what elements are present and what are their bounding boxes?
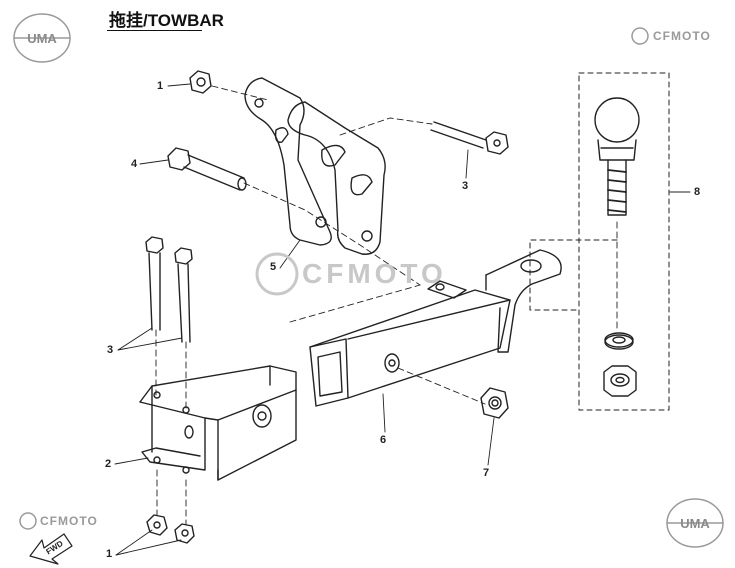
bolts-3-vertical [145, 236, 193, 343]
callout-1-lower: 1 [106, 548, 113, 560]
fwd-arrow-icon [29, 533, 73, 565]
page-title: 拖挂/TOWBAR [109, 11, 224, 30]
callout-6: 6 [380, 434, 387, 446]
callout-4: 4 [131, 158, 138, 170]
callout-1: 1 [157, 80, 164, 92]
hitch-ball [594, 97, 640, 216]
flange-nuts-bottom [146, 514, 195, 544]
uma-logo-bottom-text: UMA [680, 516, 710, 531]
callout-3: 3 [462, 180, 469, 192]
callout-3-lower: 3 [107, 344, 114, 356]
tow-bar [309, 249, 562, 407]
uma-logo-top [13, 13, 71, 63]
title-underline [107, 30, 202, 31]
cfmoto-watermark: CFMOTO [302, 258, 447, 289]
hitch-ball-kit-frame [578, 72, 670, 411]
uma-logo-top-text: UMA [27, 31, 57, 46]
flange-nut-top [189, 70, 212, 94]
assembly-guides [155, 85, 618, 526]
bolt-3-upper [430, 121, 509, 155]
callout-2: 2 [105, 458, 112, 470]
bolt-long-4 [167, 147, 247, 191]
uma-logo-bottom [666, 498, 724, 548]
fwd-label: FWD [44, 539, 64, 557]
flange-nut-7 [480, 387, 509, 419]
leader-lines [114, 83, 691, 556]
kit-washer [604, 332, 634, 350]
callout-8: 8 [694, 186, 701, 198]
cfmoto-logo-top: CFMOTO [653, 29, 711, 43]
mounting-bracket-plates [244, 77, 386, 255]
kit-lock-nut [603, 365, 637, 397]
callout-5: 5 [270, 261, 277, 273]
receiver-mount-bracket [139, 365, 297, 481]
cfmoto-emblem-icon [19, 27, 649, 530]
cfmoto-logo-bottom: CFMOTO [40, 514, 98, 528]
callout-7: 7 [483, 467, 490, 479]
